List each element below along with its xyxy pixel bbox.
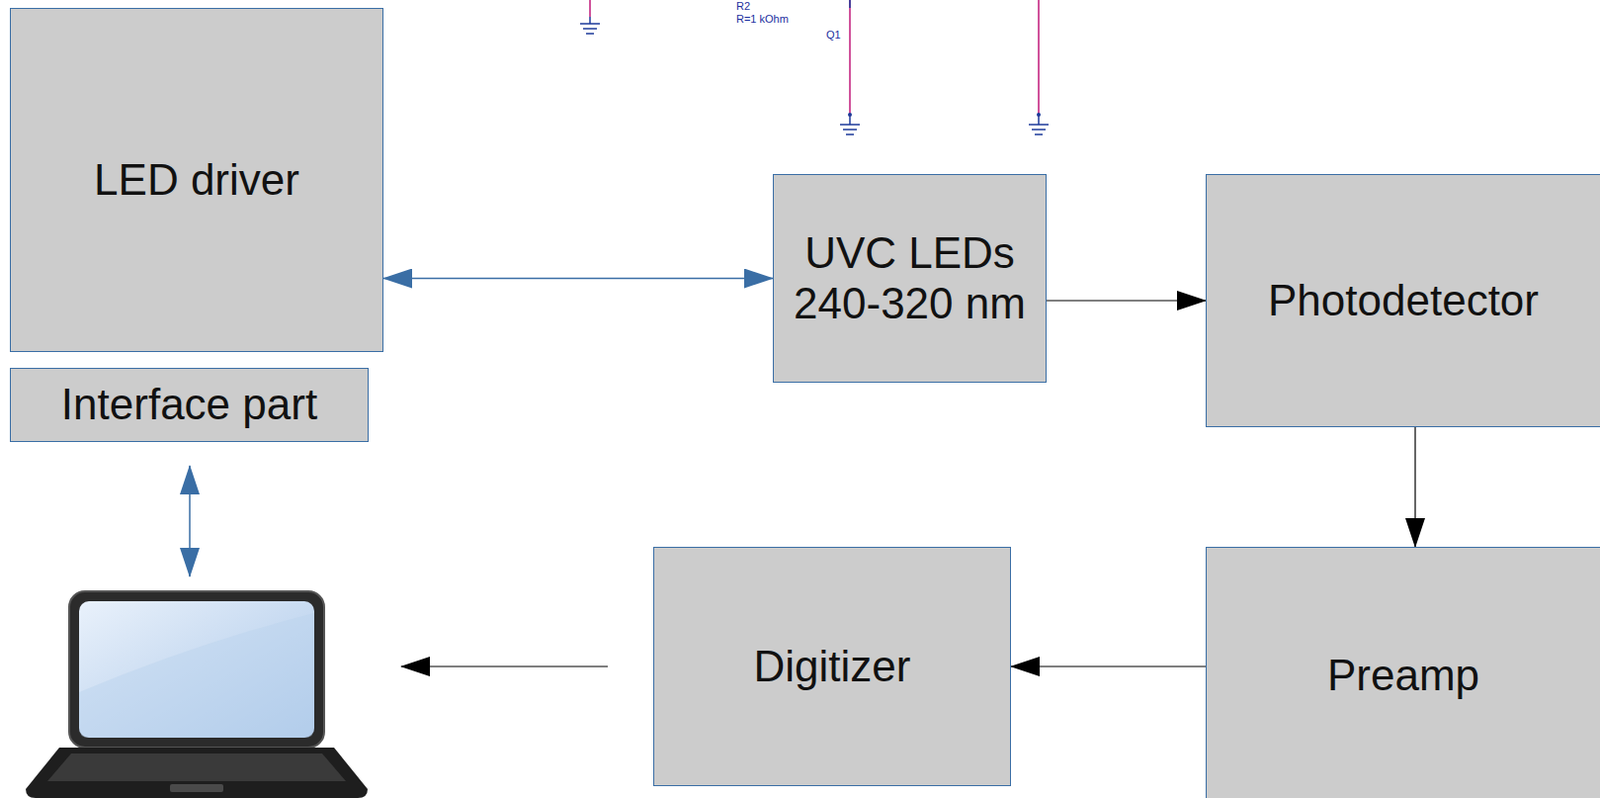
box-label: Digitizer bbox=[744, 635, 922, 698]
detector-box: Photodetector bbox=[1205, 173, 1600, 427]
flow-arrow bbox=[383, 277, 773, 280]
digitizer-box: Digitizer bbox=[653, 546, 1011, 786]
box-label: Preamp bbox=[1317, 644, 1490, 707]
box-label: Photodetector bbox=[1258, 269, 1549, 333]
box-label: Interface part bbox=[51, 373, 328, 436]
box-label: LED driver bbox=[84, 149, 310, 212]
laptop-icon bbox=[25, 590, 368, 798]
flow-arrow bbox=[1414, 426, 1416, 547]
led-box: UVC LEDs 240-320 nm bbox=[772, 173, 1047, 383]
part-name: R2 bbox=[736, 0, 751, 12]
driver-box: LED driver bbox=[9, 7, 384, 352]
part-name: Q1 bbox=[826, 29, 842, 41]
box-label: UVC LEDs 240-320 nm bbox=[773, 222, 1046, 335]
flow-arrow bbox=[1046, 299, 1206, 301]
interface-laptop-arrow bbox=[188, 465, 191, 577]
interface-box: Interface part bbox=[9, 367, 369, 442]
flow-arrow bbox=[1010, 665, 1206, 667]
value-label: R=1 kOhm bbox=[736, 13, 789, 25]
digitizer-laptop-arrow bbox=[401, 665, 608, 667]
preamp-box: Preamp bbox=[1205, 546, 1600, 798]
schematic-fragment bbox=[580, 0, 1049, 135]
